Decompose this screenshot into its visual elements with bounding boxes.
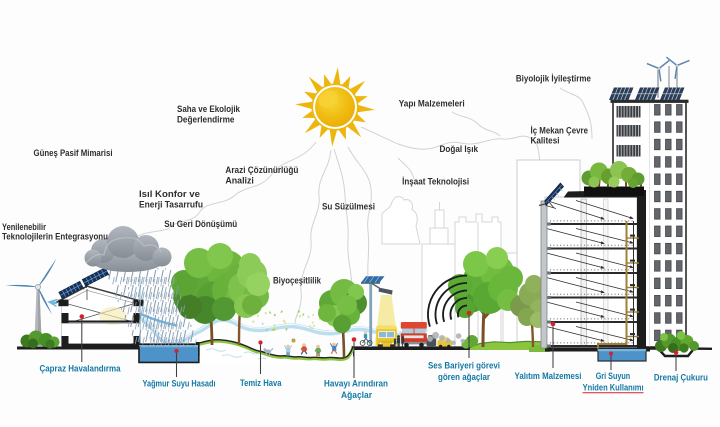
svg-text:Saha ve Ekolojik: Saha ve Ekolojik [177,104,241,114]
svg-text:Isıl Konfor ve: Isıl Konfor ve [139,189,200,199]
svg-text:İç Mekan Çevre: İç Mekan Çevre [531,126,589,136]
svg-text:Temiz Hava: Temiz Hava [240,378,282,388]
svg-text:Teknolojilerin Entegrasyonu: Teknolojilerin Entegrasyonu [2,232,108,242]
svg-text:Ağaçlar: Ağaçlar [341,390,372,400]
svg-text:Yapı Malzemeleri: Yapı Malzemeleri [399,99,465,109]
svg-text:İnşaat Teknolojisi: İnşaat Teknolojisi [402,177,469,187]
svg-text:Yalıtım Malzemesi: Yalıtım Malzemesi [515,371,582,381]
svg-text:Enerji Tasarrufu: Enerji Tasarrufu [139,200,203,210]
svg-text:Yniden Kullanımı: Yniden Kullanımı [583,383,644,393]
svg-text:Değerlendirme: Değerlendirme [177,115,235,125]
svg-text:Biyoçeşitlilik: Biyoçeşitlilik [273,276,322,286]
svg-text:Yenilenebilir: Yenilenebilir [2,222,46,232]
svg-text:Ses Bariyeri görevi: Ses Bariyeri görevi [428,361,500,371]
svg-text:gören ağaçlar: gören ağaçlar [438,372,490,382]
svg-text:Su Geri Dönüşümü: Su Geri Dönüşümü [164,219,237,229]
svg-text:Gri Suyun: Gri Suyun [596,371,631,381]
svg-text:Su Süzülmesi: Su Süzülmesi [322,202,375,212]
svg-text:Çapraz Havalandırma: Çapraz Havalandırma [40,364,122,374]
svg-text:Doğal Işık: Doğal Işık [440,144,479,154]
svg-text:Havayı Arındıran: Havayı Arındıran [324,379,388,389]
svg-text:Drenaj Çukuru: Drenaj Çukuru [654,373,708,383]
svg-text:Güneş Pasif Mimarisi: Güneş Pasif Mimarisi [34,148,113,158]
svg-text:Kalitesi: Kalitesi [531,136,560,146]
svg-text:Arazi Çözünürlüğü: Arazi Çözünürlüğü [225,165,298,175]
svg-text:Biyolojik İyileştirme: Biyolojik İyileştirme [516,74,591,84]
svg-text:Analizi: Analizi [225,176,254,186]
svg-text:Yağmur Suyu Hasadı: Yağmur Suyu Hasadı [143,379,216,389]
